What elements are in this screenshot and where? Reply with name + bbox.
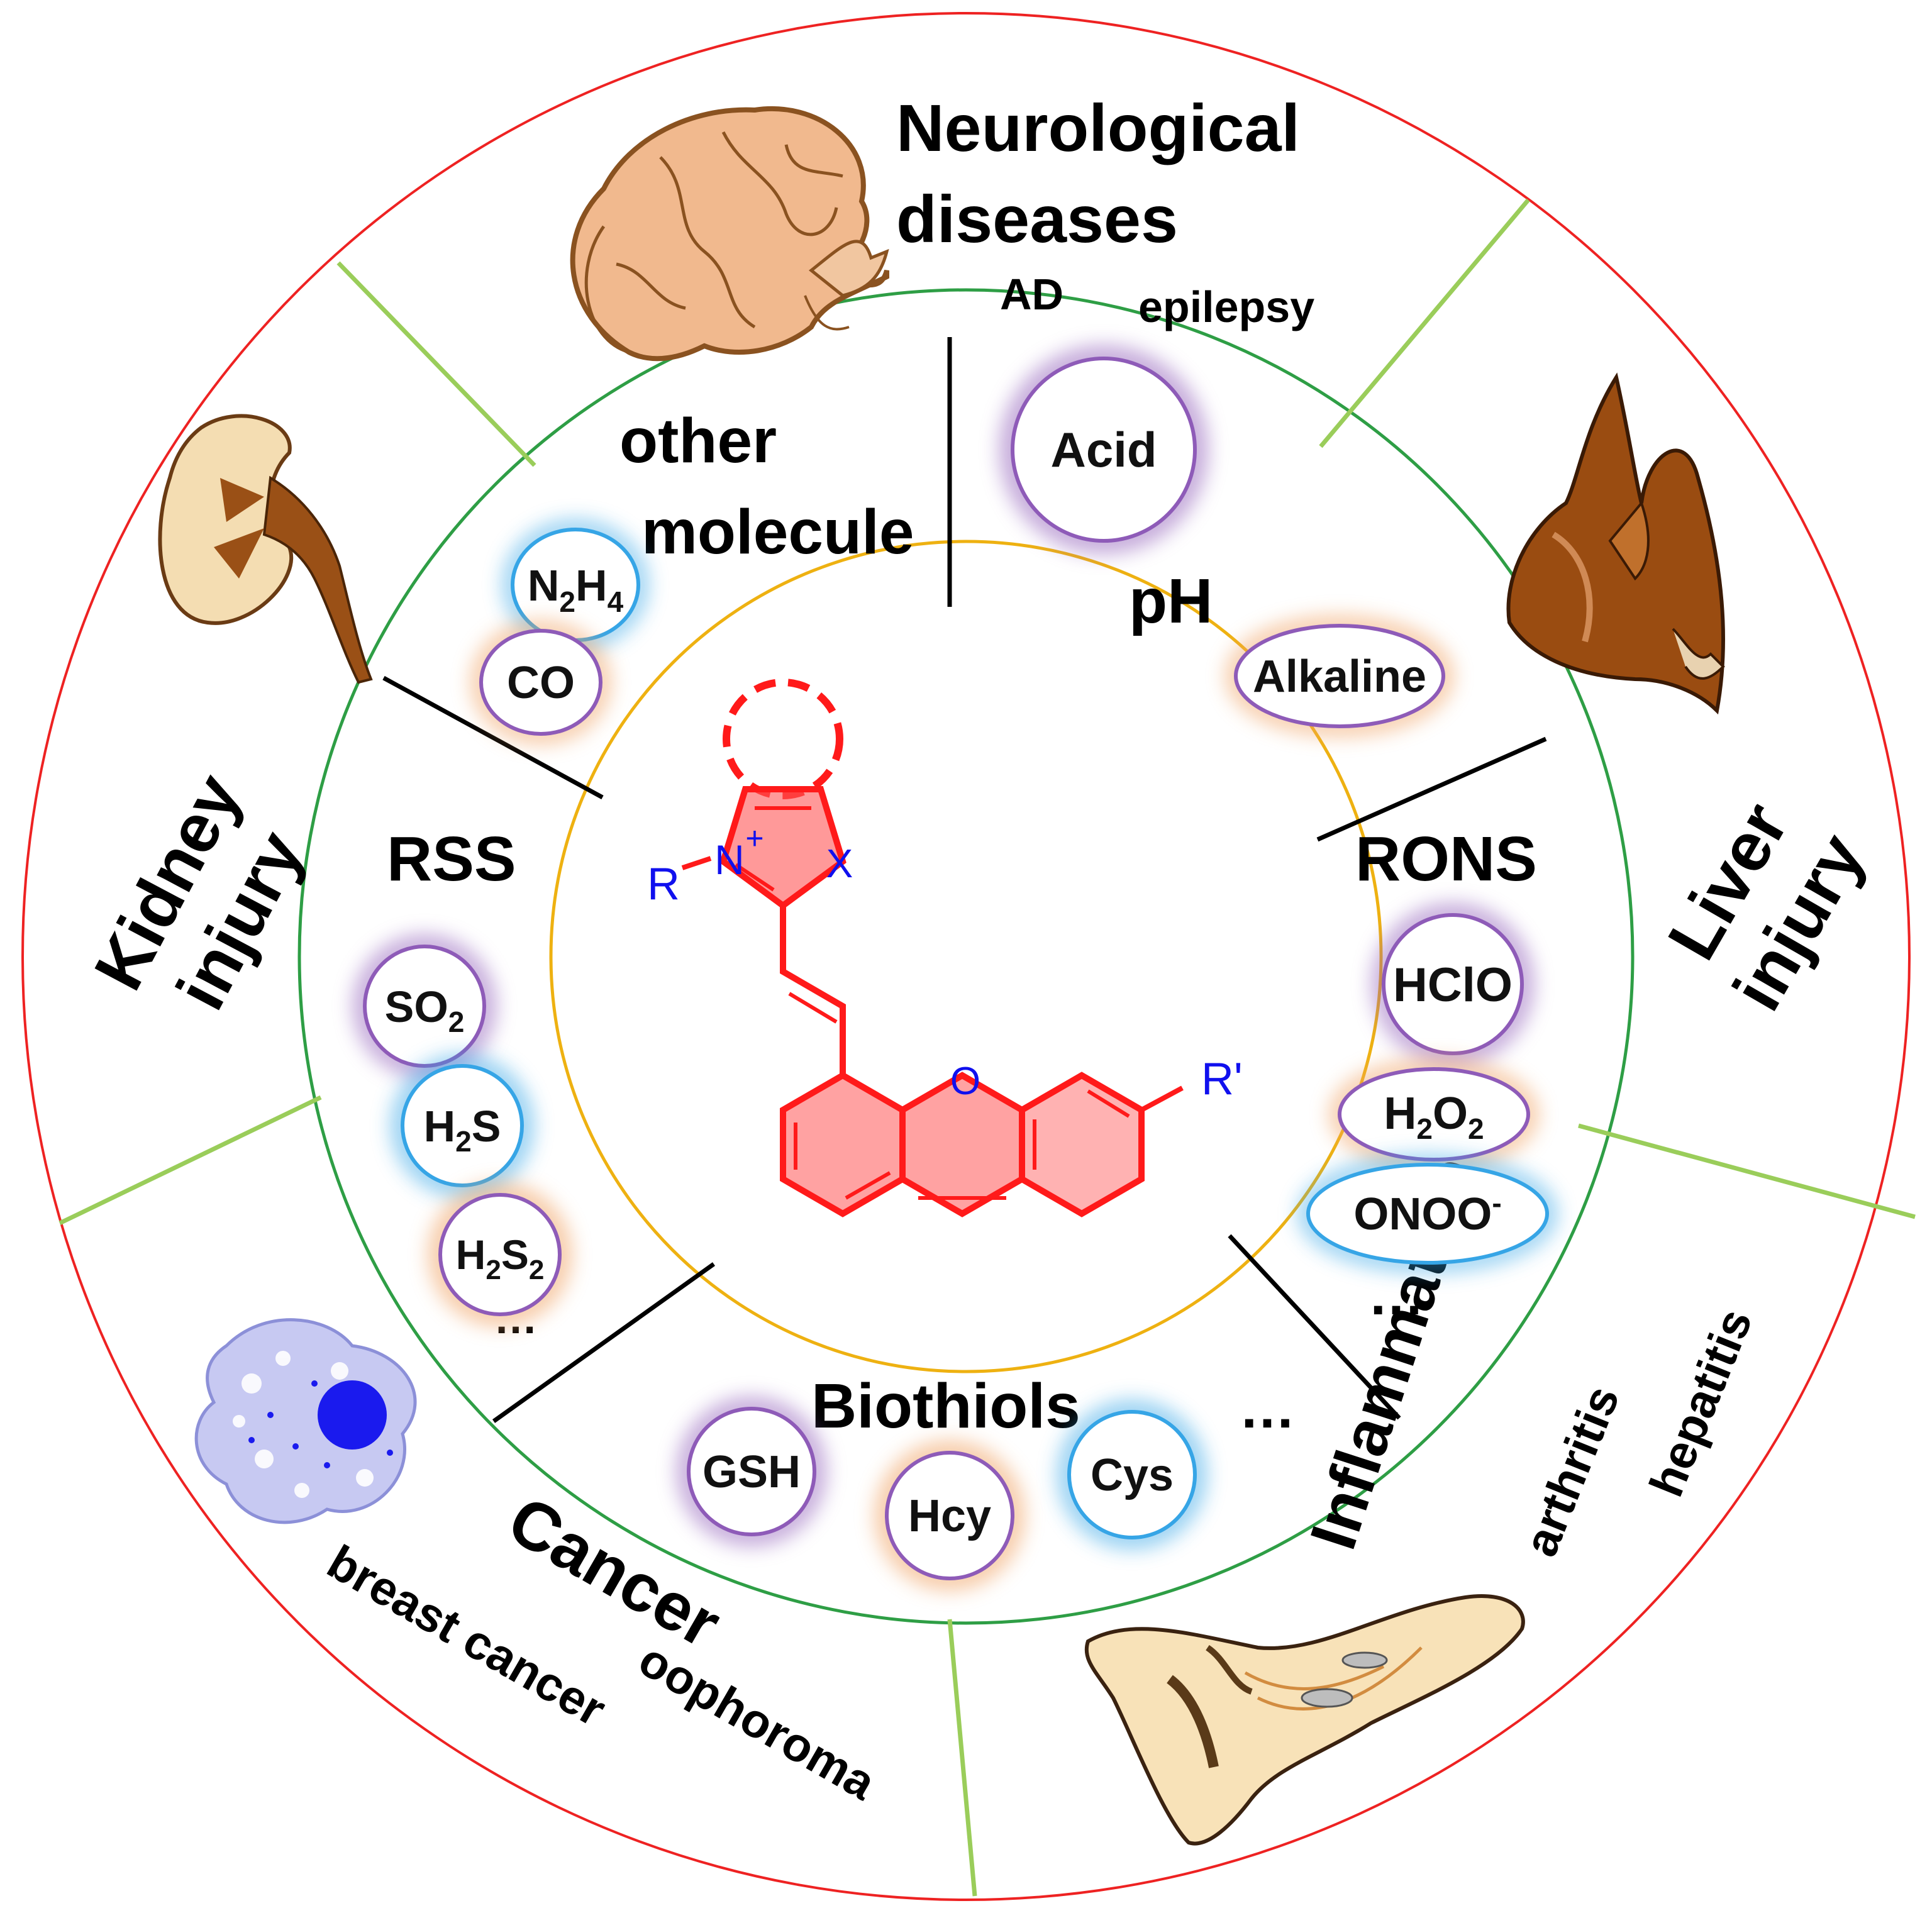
- divider-neuro-liver: [1319, 198, 1530, 448]
- ph-title: pH: [1129, 566, 1213, 636]
- gsh-label: GSH: [702, 1447, 801, 1497]
- cancer-cell-icon: [194, 1318, 417, 1524]
- atom-x: X: [826, 841, 853, 886]
- badge-gsh: GSH: [677, 1397, 826, 1546]
- hclo-label: HClO: [1393, 958, 1513, 1012]
- cancer-sub-oophoroma: oophoroma: [630, 1633, 885, 1810]
- h2o2-label: H2O2: [1384, 1089, 1484, 1145]
- rons-title: RONS: [1355, 824, 1537, 894]
- inflammation-sub-arthritis: arthritis: [1514, 1378, 1630, 1563]
- inflammation-sub-hepatitis: hepatitis: [1640, 1302, 1763, 1504]
- n2h4-label: N2H4: [528, 561, 624, 618]
- badge-h2s2: H2S2: [429, 1184, 571, 1326]
- divider-rss-other: [382, 675, 604, 800]
- badge-cys: Cys: [1058, 1400, 1206, 1549]
- badge-alkaline: Alkaline: [1226, 616, 1453, 736]
- middle-ring: [297, 288, 1635, 1625]
- divider-biothiols-rss: [492, 1262, 716, 1423]
- other-title-1: other: [619, 406, 777, 476]
- acid-label: Acid: [1050, 422, 1157, 477]
- benzo-ring-left: [780, 1072, 906, 1217]
- divider-ph-rons: [1316, 736, 1547, 842]
- alkaline-label: Alkaline: [1253, 652, 1426, 702]
- atom-r: R: [647, 859, 680, 909]
- vinyl-linker: [780, 906, 846, 1075]
- atom-n: N: [714, 836, 745, 883]
- neuro-title-2: diseases: [896, 182, 1178, 257]
- co-label: CO: [507, 658, 575, 708]
- foot-icon: [1084, 1594, 1525, 1846]
- badge-hcy: Hcy: [875, 1441, 1024, 1590]
- fused-ring-dashed: [723, 679, 843, 799]
- cell-nucleus: [318, 1380, 387, 1450]
- badge-onoo: ONOO-: [1299, 1155, 1557, 1272]
- neuro-sub-ad: AD: [1000, 270, 1063, 319]
- kidney-icon: [158, 414, 373, 684]
- atom-n-charge: +: [745, 821, 763, 856]
- hcy-label: Hcy: [908, 1491, 991, 1541]
- biothiols-more: …: [1239, 1377, 1296, 1440]
- badge-hclo: HClO: [1372, 904, 1533, 1065]
- inner-dividers: [382, 337, 1547, 1423]
- outer-dividers: [58, 198, 1916, 1897]
- h2s2-label: H2S2: [456, 1231, 545, 1285]
- liver-icon: [1506, 372, 1725, 715]
- badge-n2h4: N2H4: [503, 520, 648, 650]
- neuro-title-1: Neurological: [896, 91, 1300, 165]
- rons-more: …: [1368, 1264, 1424, 1327]
- badge-acid: Acid: [1000, 346, 1208, 553]
- badge-h2o2: H2O2: [1330, 1060, 1538, 1169]
- probe-structure: R N + X O R': [647, 679, 1243, 1217]
- rss-title: RSS: [387, 824, 516, 894]
- outer-ring: [21, 12, 1911, 1901]
- benzo-ring-right: [1019, 1072, 1145, 1217]
- brain-icon: [570, 106, 889, 362]
- atom-o: O: [950, 1060, 980, 1103]
- divider-neuro-kidney: [336, 261, 536, 467]
- atom-r-prime: R': [1201, 1054, 1243, 1104]
- other-title-2: molecule: [641, 497, 914, 567]
- cys-label: Cys: [1091, 1450, 1174, 1500]
- biothiols-title: Biothiols: [811, 1371, 1080, 1441]
- neuro-sub-epilepsy: epilepsy: [1138, 282, 1314, 331]
- divider-inflammation-cancer: [947, 1619, 977, 1897]
- onoo-label: ONOO-: [1353, 1187, 1501, 1239]
- divider-liver-inflammation: [1578, 1123, 1916, 1219]
- badge-h2s: H2S: [391, 1055, 533, 1197]
- badge-co: CO: [472, 621, 610, 743]
- badge-so2: SO2: [353, 935, 496, 1077]
- divider-rons-biothiols: [1228, 1234, 1401, 1420]
- divider-cancer-kidney: [58, 1095, 322, 1226]
